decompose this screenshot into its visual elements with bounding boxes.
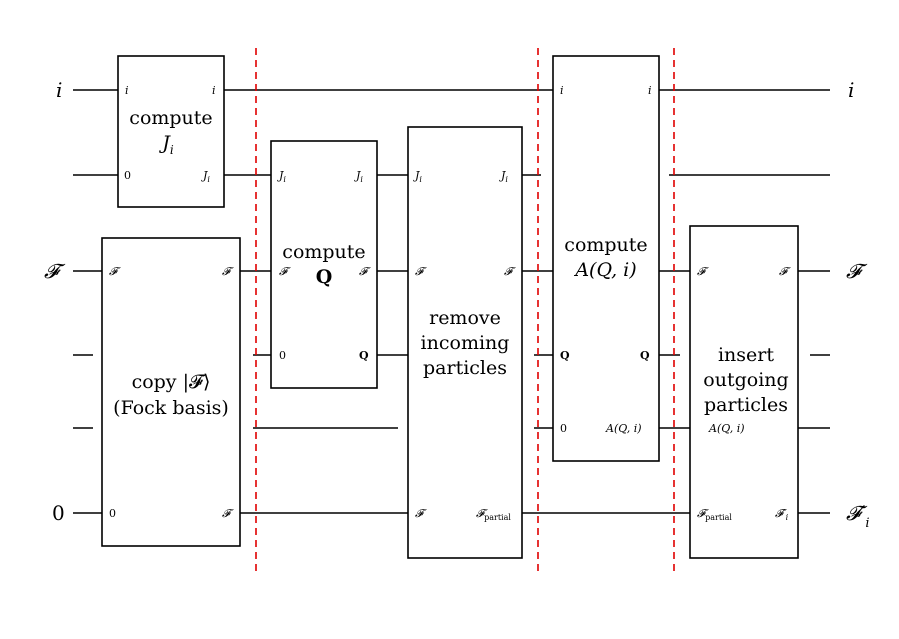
input-label-F: 𝓕 (44, 259, 66, 283)
output-label-i: i (848, 78, 854, 102)
port-A-in-0: 0 (560, 422, 567, 435)
gate-insert-line3: particles (704, 394, 788, 416)
gate-compute-Q-box (270, 140, 378, 389)
gate-compute-Q-subtitle: Q (316, 266, 333, 288)
output-label-F: 𝓕 (846, 259, 868, 283)
gate-compute-A-subtitle: A(Q, i) (573, 259, 636, 281)
port-R-in-J: Ji (413, 169, 422, 184)
port-J-in-i: i (125, 84, 129, 97)
gate-compute-J-title: compute (129, 107, 212, 129)
gate-insert-box (689, 225, 799, 559)
stage-dividers (255, 48, 675, 575)
port-Q-in-0: 0 (279, 349, 286, 362)
input-labels: i 𝓕 0 (44, 78, 66, 525)
output-label-Fi-prime: 𝓕′i (846, 501, 869, 531)
input-label-i: i (56, 78, 62, 102)
output-labels: i 𝓕 𝓕′i (846, 78, 869, 531)
port-I-out-Fprime: 𝓕′i (775, 507, 789, 522)
gate-compute-J-subtitle: Ji (158, 132, 174, 157)
gate-remove-line3: particles (423, 357, 507, 379)
gate-copy-F-box (101, 237, 241, 547)
port-J-out-J: Ji (201, 169, 210, 184)
gate-copy-F: copy |𝓕⟩ (Fock basis) 𝓕 𝓕 0 𝓕 (101, 237, 241, 547)
port-J-out-i: i (212, 84, 216, 97)
gate-copy-F-subtitle: (Fock basis) (113, 397, 229, 419)
port-copy-in-0: 0 (109, 507, 116, 520)
port-Q-in-J: Ji (277, 169, 286, 184)
input-label-0: 0 (52, 501, 65, 525)
gate-remove-box (407, 126, 523, 559)
gate-compute-J: compute Ji i i 0 Ji (117, 55, 225, 208)
port-J-in-0: 0 (124, 169, 131, 182)
gate-insert-line2: outgoing (703, 369, 788, 391)
gate-compute-A-box (552, 55, 660, 462)
gate-compute-J-box (117, 55, 225, 208)
port-A-out-Q: Q (640, 349, 650, 362)
gate-compute-Q-title: compute (282, 241, 365, 263)
gate-compute-Q: compute Q Ji Ji 𝓕 𝓕 0 Q (270, 140, 378, 389)
port-R-out-J: Ji (499, 169, 508, 184)
gate-remove-incoming: remove incoming particles Ji Ji 𝓕 𝓕 𝓕 𝓕p… (407, 126, 523, 559)
gate-remove-line1: remove (429, 307, 501, 329)
port-A-out-A: A(Q, i) (605, 422, 642, 435)
gate-insert-line1: insert (718, 344, 774, 366)
port-A-out-i: i (648, 84, 652, 97)
gate-copy-F-title: copy |𝓕⟩ (132, 371, 211, 393)
port-A-in-i: i (560, 84, 564, 97)
gate-compute-A-title: compute (564, 234, 647, 256)
port-A-in-Q: Q (560, 349, 570, 362)
port-Q-out-Q: Q (359, 349, 369, 362)
gate-compute-A: compute A(Q, i) i i Q Q 0 A(Q, i) (552, 55, 660, 462)
port-I-in-A: A(Q, i) (708, 422, 745, 435)
gate-insert-outgoing: insert outgoing particles 𝓕 𝓕 A(Q, i) 𝓕p… (689, 225, 799, 559)
port-Q-out-J: Ji (354, 169, 363, 184)
gate-remove-line2: incoming (421, 332, 510, 354)
